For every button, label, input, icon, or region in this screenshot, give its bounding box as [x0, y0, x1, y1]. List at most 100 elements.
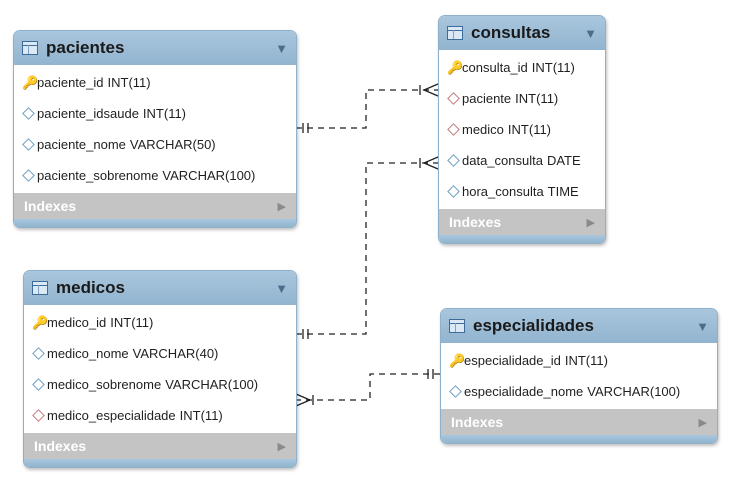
expand-arrow-icon[interactable]: ▶	[698, 416, 707, 429]
column-name: especialidade_nome	[464, 384, 584, 399]
table-footer	[24, 459, 296, 467]
expand-arrow-icon[interactable]: ▶	[277, 440, 286, 453]
indexes-label: Indexes	[24, 198, 77, 214]
column-name: medico_especialidade	[47, 408, 176, 423]
table-name: pacientes	[46, 38, 125, 57]
table-name: consultas	[471, 23, 551, 42]
column-type: INT(11)	[142, 106, 187, 121]
primary-key-icon: 🔑	[32, 314, 49, 330]
table-header[interactable]: pacientes ▼	[14, 31, 296, 65]
column-type: INT(11)	[107, 75, 151, 90]
collapse-icon[interactable]: ▼	[275, 280, 288, 296]
indexes-bar[interactable]: Indexes ▶	[14, 193, 296, 219]
column-diamond-icon	[446, 154, 460, 167]
primary-key-icon: 🔑	[447, 59, 464, 75]
primary-key-icon: 🔑	[22, 74, 39, 90]
table-header[interactable]: medicos ▼	[24, 271, 296, 305]
foreign-key-diamond-icon	[31, 409, 45, 422]
column-name: hora_consulta	[462, 184, 544, 199]
column-name: paciente_id	[37, 75, 104, 90]
indexes-bar[interactable]: Indexes ▶	[439, 209, 605, 235]
column-type: VARCHAR(40)	[132, 346, 219, 361]
column-name: medico	[462, 122, 504, 137]
column-diamond-icon	[446, 185, 460, 198]
indexes-label: Indexes	[449, 214, 502, 230]
column-diamond-icon	[31, 347, 45, 360]
table-footer	[439, 235, 605, 243]
primary-key-icon: 🔑	[449, 352, 466, 368]
column-type: DATE	[546, 153, 581, 168]
column-name: paciente_idsaude	[37, 106, 139, 121]
column-name: medico_sobrenome	[47, 377, 162, 392]
expand-arrow-icon[interactable]: ▶	[277, 200, 286, 213]
collapse-icon[interactable]: ▼	[584, 25, 597, 41]
column-diamond-icon	[448, 385, 462, 398]
table-icon	[32, 281, 48, 295]
column-name: especialidade_id	[464, 353, 561, 368]
column-type: INT(11)	[531, 60, 575, 75]
column-type: INT(11)	[564, 353, 608, 368]
column-type: VARCHAR(100)	[165, 377, 259, 392]
foreign-key-diamond-icon	[446, 123, 460, 136]
table-name: especialidades	[473, 316, 594, 335]
table-header[interactable]: consultas ▼	[439, 16, 605, 50]
column-type: INT(11)	[515, 91, 559, 106]
table-header[interactable]: especialidades ▼	[441, 309, 717, 343]
column-diamond-icon	[21, 138, 35, 151]
column-type: VARCHAR(100)	[162, 168, 256, 183]
foreign-key-diamond-icon	[446, 92, 460, 105]
table-icon	[449, 319, 465, 333]
table-icon	[22, 41, 38, 55]
column-name: paciente_sobrenome	[37, 168, 159, 183]
column-type: INT(11)	[179, 408, 223, 423]
collapse-icon[interactable]: ▼	[275, 40, 288, 56]
column-name: medico_nome	[47, 346, 129, 361]
column-name: data_consulta	[462, 153, 543, 168]
column-name: consulta_id	[462, 60, 528, 75]
column-diamond-icon	[31, 378, 45, 391]
table-footer	[441, 435, 717, 443]
column-diamond-icon	[21, 169, 35, 182]
column-type: VARCHAR(50)	[129, 137, 216, 152]
column-diamond-icon	[21, 107, 35, 120]
link-medicos-consultas	[296, 162, 438, 335]
collapse-icon[interactable]: ▼	[696, 318, 709, 334]
indexes-label: Indexes	[34, 438, 87, 454]
column-type: INT(11)	[507, 122, 552, 137]
table-name: medicos	[56, 278, 125, 297]
link-especialidades-medicos	[296, 373, 440, 401]
indexes-label: Indexes	[451, 414, 504, 430]
expand-arrow-icon[interactable]: ▶	[586, 216, 595, 229]
column-type: INT(11)	[110, 315, 154, 330]
column-name: paciente_nome	[37, 137, 126, 152]
table-icon	[447, 26, 463, 40]
column-type: VARCHAR(100)	[587, 384, 681, 399]
indexes-bar[interactable]: Indexes ▶	[24, 433, 296, 459]
table-footer	[14, 219, 296, 227]
indexes-bar[interactable]: Indexes ▶	[441, 409, 717, 435]
column-name: medico_id	[47, 315, 107, 330]
column-name: paciente	[462, 91, 512, 106]
link-pacientes-consultas	[296, 89, 438, 129]
column-type: TIME	[547, 184, 579, 199]
